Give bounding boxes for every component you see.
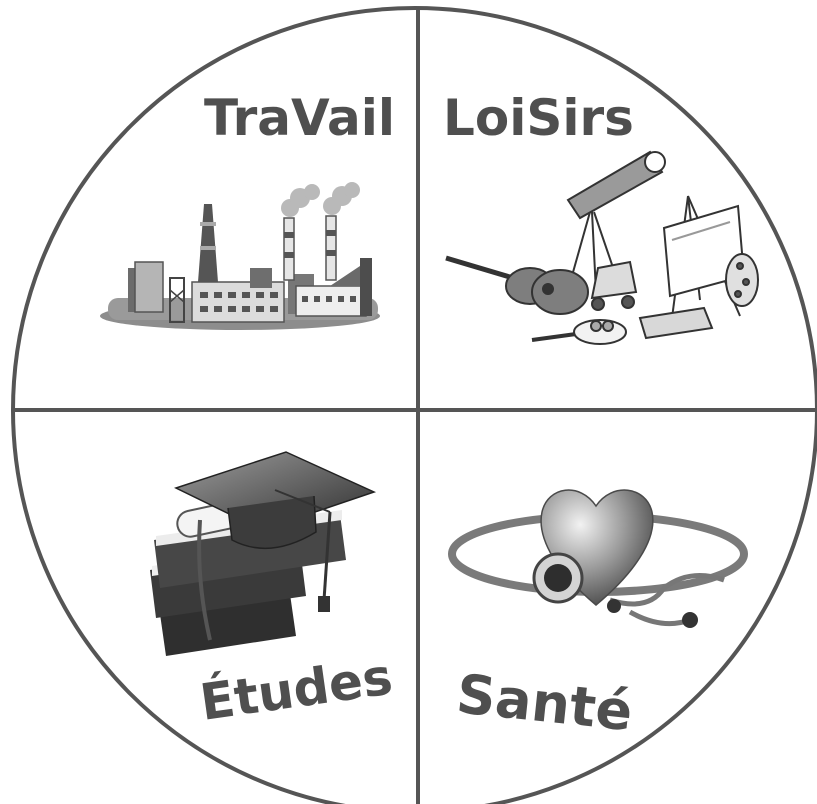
leisure-icon bbox=[445, 150, 759, 345]
quadrant-loisirs: LoiSirs bbox=[443, 89, 759, 345]
quadrant-travail: TraVail bbox=[100, 89, 395, 330]
factory-icon bbox=[100, 182, 380, 330]
quadrant-label-travail: TraVail bbox=[204, 89, 395, 147]
graduation-books-icon bbox=[150, 451, 377, 656]
quadrant-label-loisirs: LoiSirs bbox=[443, 89, 634, 147]
quadrant-sante: Santé bbox=[448, 489, 748, 743]
heart-stethoscope-icon bbox=[448, 489, 748, 628]
